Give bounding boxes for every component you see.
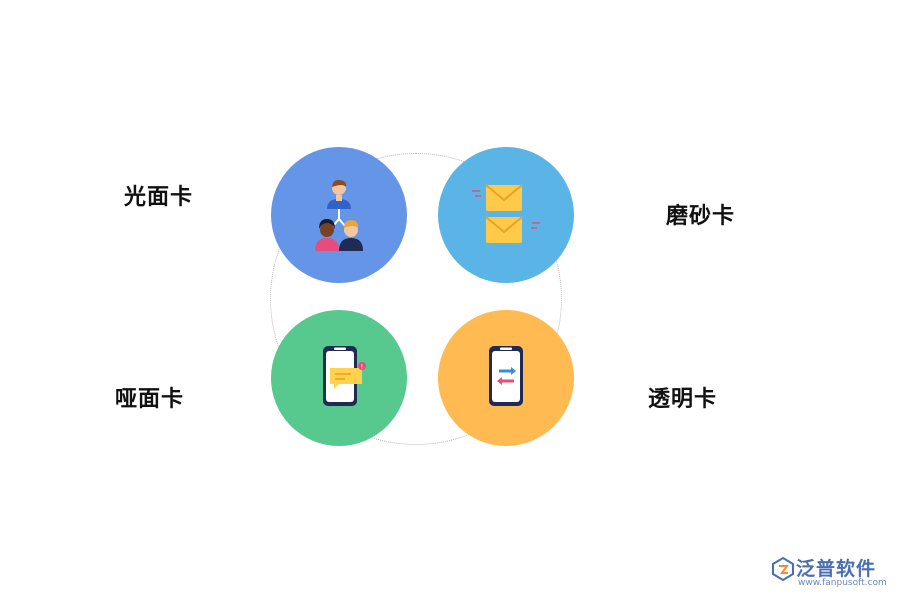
svg-text:!: !	[361, 364, 363, 371]
brand-url: www.fanpusoft.com	[798, 578, 887, 588]
card-circle-frosted	[438, 147, 574, 283]
brand-name: 泛普软件	[796, 558, 877, 580]
card-circle-matte: !	[271, 310, 407, 446]
brand-watermark: 泛普软件 www.fanpusoft.com	[770, 554, 895, 594]
card-circle-glossy	[271, 147, 407, 283]
phone-transfer-icon	[489, 346, 523, 406]
card-circle-transparent	[438, 310, 574, 446]
label-glossy-card: 光面卡	[124, 185, 194, 210]
label-matte-card: 哑面卡	[115, 387, 185, 412]
dotted-ring	[270, 153, 562, 445]
envelopes-icon	[472, 184, 540, 243]
fanpu-logo-icon	[772, 556, 794, 582]
label-transparent-card: 透明卡	[648, 387, 718, 412]
label-frosted-card: 磨砂卡	[666, 204, 736, 229]
team-network-icon	[315, 179, 363, 251]
phone-message-icon: !	[323, 346, 366, 406]
